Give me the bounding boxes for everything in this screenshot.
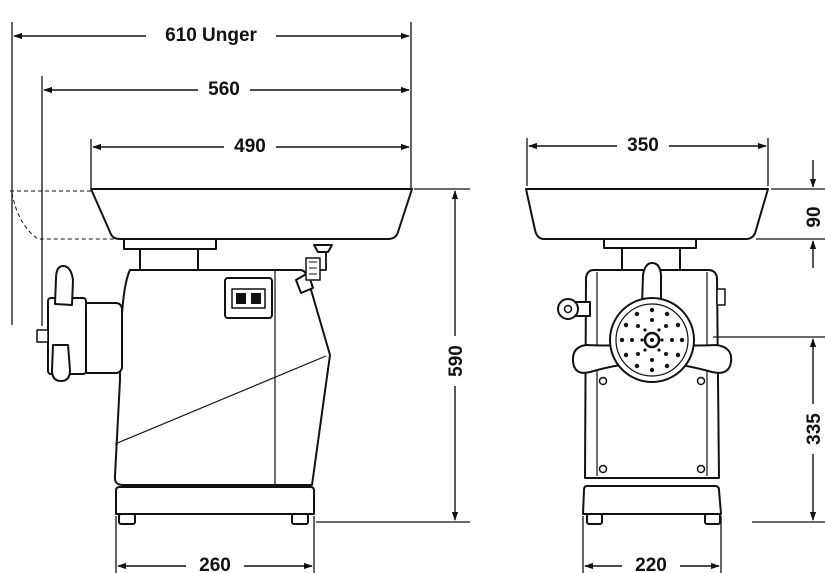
front-side-knob-center [563, 304, 573, 314]
side-tray-neck [123, 238, 217, 250]
front-base [582, 485, 722, 515]
side-lower-knob [51, 344, 71, 382]
front-screw-top-right [696, 376, 706, 386]
extension-lines [11, 22, 825, 573]
label-base-width-front: 220 [635, 555, 667, 573]
label-overall-width: 610 Unger [165, 25, 257, 46]
side-tray [90, 188, 413, 240]
label-tray-height: 90 [804, 206, 825, 227]
front-top-handle [641, 262, 662, 307]
front-screw-bottom-left [598, 464, 608, 474]
side-head-collar [81, 302, 123, 374]
label-backgrounds [146, 20, 825, 573]
label-tray-width-front: 350 [627, 135, 659, 156]
label-width-560: 560 [208, 79, 240, 100]
side-foot-left [118, 513, 136, 525]
front-plate-holes [619, 307, 685, 373]
front-screw-top-left [598, 376, 608, 386]
switch-button-right [251, 293, 261, 304]
side-handle [54, 265, 74, 306]
label-tray-width-side: 490 [234, 136, 266, 157]
front-screw-bottom-right [696, 464, 706, 474]
label-outlet-height: 335 [804, 413, 825, 445]
front-tray [525, 188, 769, 240]
side-column [139, 248, 199, 271]
side-body-diagonal [114, 355, 327, 445]
switch-button-left [236, 293, 246, 304]
side-body [113, 269, 331, 486]
label-total-height: 590 [446, 345, 467, 377]
side-tray-clamp-top [313, 244, 333, 253]
side-bolt [36, 329, 49, 343]
front-foot-left [586, 513, 603, 525]
side-view [10, 188, 413, 525]
front-plate-hub-inner [650, 338, 654, 342]
front-foot-right [704, 513, 721, 525]
label-base-width-side: 260 [199, 555, 231, 573]
side-clamp-block [305, 257, 321, 281]
dimension-labels: 610 Unger 560 490 350 590 90 335 260 220 [165, 25, 825, 573]
side-base [115, 486, 315, 515]
front-view [525, 188, 769, 525]
front-tray-neck [603, 238, 697, 249]
front-side-knob-right [716, 288, 726, 306]
side-foot-right [291, 513, 309, 525]
